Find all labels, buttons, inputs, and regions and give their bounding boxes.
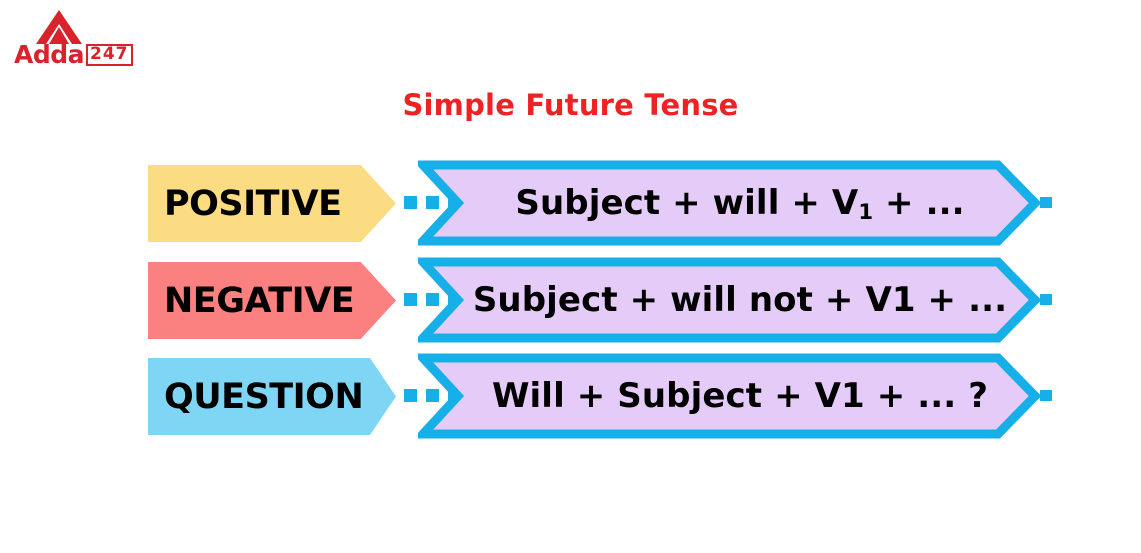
formula-banner-question: Will + Subject + V1 + ... ? bbox=[418, 353, 1040, 439]
label-chip-positive: POSITIVE bbox=[148, 165, 396, 242]
logo-word-adda: Adda bbox=[14, 40, 85, 69]
formula-banner-positive: Subject + will + V1 + ... bbox=[418, 160, 1040, 246]
label-text-negative: NEGATIVE bbox=[164, 280, 355, 321]
dash-segment bbox=[426, 293, 439, 306]
banner-tip-tab bbox=[1040, 197, 1052, 208]
dash-segment bbox=[426, 196, 439, 209]
dash-segment bbox=[404, 293, 417, 306]
tense-row-positive: POSITIVE Subject + will + V1 + ... bbox=[0, 160, 1141, 246]
label-text-question: QUESTION bbox=[164, 376, 364, 417]
label-chip-negative: NEGATIVE bbox=[148, 262, 396, 339]
page-title: Simple Future Tense bbox=[402, 88, 739, 122]
dash-segment bbox=[426, 389, 439, 402]
adda247-logo: Adda 247 bbox=[14, 10, 144, 68]
adda247-wordmark: Adda 247 bbox=[14, 40, 133, 69]
banner-shape bbox=[418, 160, 1040, 246]
tense-row-question: QUESTION Will + Subject + V1 + ... ? bbox=[0, 353, 1141, 439]
label-text-positive: POSITIVE bbox=[164, 183, 342, 224]
banner-tip-tab bbox=[1040, 294, 1052, 305]
formula-banner-negative: Subject + will not + V1 + ... bbox=[418, 257, 1040, 343]
label-chip-question: QUESTION bbox=[148, 358, 396, 435]
tense-row-negative: NEGATIVE Subject + will not + V1 + ... bbox=[0, 257, 1141, 343]
logo-word-247: 247 bbox=[86, 44, 133, 66]
banner-shape bbox=[418, 353, 1040, 439]
adda247-triangle-icon bbox=[36, 10, 82, 44]
dash-segment bbox=[404, 389, 417, 402]
dash-segment bbox=[404, 196, 417, 209]
banner-shape bbox=[418, 257, 1040, 343]
banner-tip-tab bbox=[1040, 390, 1052, 401]
